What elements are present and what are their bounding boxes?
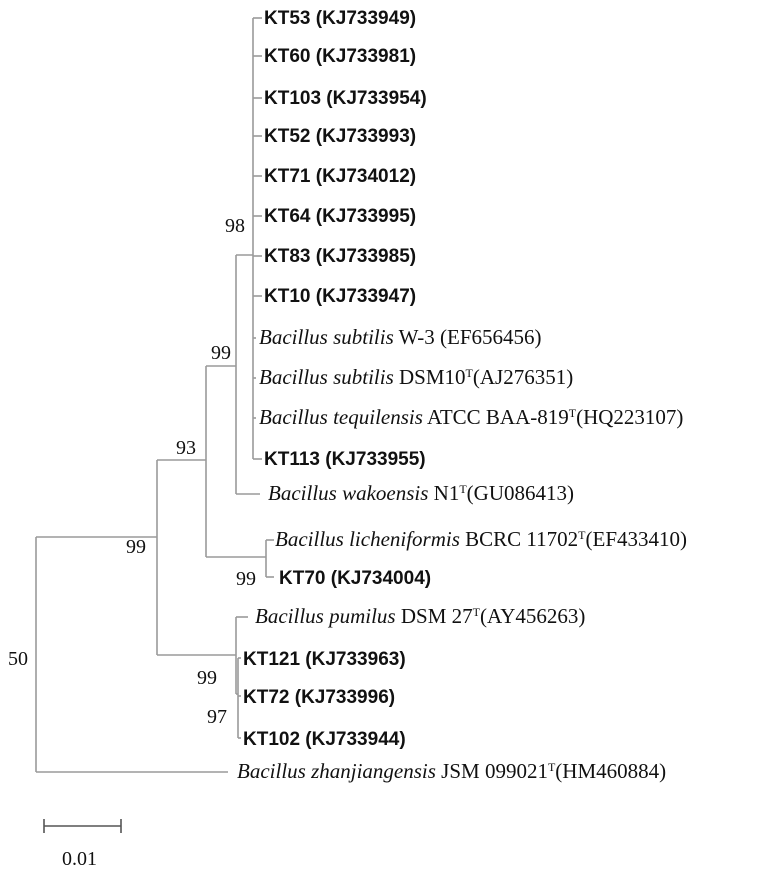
- taxa-labels: KT53 (KJ733949) KT60 (KJ733981) KT103 (KJ7…: [237, 8, 687, 783]
- bootstrap-value: 98: [225, 215, 245, 237]
- scale-bar-label: 0.01: [62, 848, 97, 870]
- taxon-label: KT10 (KJ733947): [264, 286, 416, 307]
- taxon-label: KT64 (KJ733995): [264, 206, 416, 227]
- type-strain-mark: T: [466, 366, 474, 380]
- strain-name: JSM 099021: [436, 759, 548, 783]
- strain-label: KT60 (KJ733981): [264, 46, 416, 67]
- bootstrap-value: 99: [197, 667, 217, 689]
- bootstrap-value: 50: [8, 648, 28, 670]
- accession-number: (HM460884): [555, 759, 666, 783]
- strain-name: DSM 27: [396, 604, 473, 628]
- taxon-label: KT113 (KJ733955): [264, 449, 426, 470]
- scale-bar: 0.01: [43, 819, 122, 870]
- accession-number: (AY456263): [480, 604, 585, 628]
- taxon-label: Bacillus pumilus DSM 27T(AY456263): [255, 604, 585, 628]
- strain-label: KT102 (KJ733944): [243, 729, 406, 750]
- taxon-label: Bacillus zhanjiangensis JSM 099021T(HM46…: [237, 759, 666, 783]
- strain-label: KT70 (KJ734004): [279, 568, 431, 589]
- bootstrap-value: 99: [126, 536, 146, 558]
- taxon-label: Bacillus licheniformis BCRC 11702T(EF433…: [275, 527, 687, 551]
- tree-branches: [35, 17, 274, 773]
- taxon-label: KT71 (KJ734012): [264, 166, 416, 187]
- strain-name: N1: [428, 481, 459, 505]
- accession-number: (GU086413): [467, 481, 574, 505]
- strain-label: KT113 (KJ733955): [264, 449, 426, 470]
- taxon-label: Bacillus subtilis W-3 (EF656456): [259, 325, 542, 349]
- taxon-label: KT53 (KJ733949): [264, 8, 416, 29]
- bootstrap-value: 99: [211, 342, 231, 364]
- accession-number: (HQ223107): [576, 405, 683, 429]
- taxon-label: Bacillus subtilis DSM10T(AJ276351): [259, 365, 573, 389]
- strain-label: KT10 (KJ733947): [264, 286, 416, 307]
- taxon-label: KT72 (KJ733996): [243, 687, 395, 708]
- taxon-label: KT70 (KJ734004): [279, 568, 431, 589]
- species-name: Bacillus wakoensis: [268, 481, 428, 505]
- type-strain-mark: T: [473, 605, 481, 619]
- strain-label: KT64 (KJ733995): [264, 206, 416, 227]
- taxon-label: Bacillus tequilensis ATCC BAA-819T(HQ223…: [259, 405, 683, 429]
- strain-name: W-3 (EF656456): [394, 325, 542, 349]
- type-strain-mark: T: [578, 528, 586, 542]
- strain-label: KT103 (KJ733954): [264, 88, 427, 109]
- strain-name: DSM10: [394, 365, 466, 389]
- strain-label: KT121 (KJ733963): [243, 649, 406, 670]
- taxon-label: KT52 (KJ733993): [264, 126, 416, 147]
- type-strain-mark: T: [548, 760, 556, 774]
- strain-name: BCRC 11702: [460, 527, 578, 551]
- species-name: Bacillus zhanjiangensis: [237, 759, 436, 783]
- species-name: Bacillus pumilus: [255, 604, 396, 628]
- strain-label: KT72 (KJ733996): [243, 687, 395, 708]
- strain-label: KT53 (KJ733949): [264, 8, 416, 29]
- taxon-label: KT83 (KJ733985): [264, 246, 416, 267]
- type-strain-mark: T: [459, 482, 467, 496]
- species-name: Bacillus tequilensis: [259, 405, 423, 429]
- species-name: Bacillus subtilis: [259, 325, 394, 349]
- strain-label: KT52 (KJ733993): [264, 126, 416, 147]
- accession-number: (AJ276351): [473, 365, 573, 389]
- taxon-label: Bacillus wakoensis N1T(GU086413): [268, 481, 574, 505]
- strain-label: KT83 (KJ733985): [264, 246, 416, 267]
- bootstrap-value: 97: [207, 706, 227, 728]
- bootstrap-value: 93: [176, 437, 196, 459]
- accession-number: (EF433410): [586, 527, 688, 551]
- species-name: Bacillus licheniformis: [275, 527, 460, 551]
- taxon-label: KT60 (KJ733981): [264, 46, 416, 67]
- strain-label: KT71 (KJ734012): [264, 166, 416, 187]
- taxon-label: KT121 (KJ733963): [243, 649, 406, 670]
- taxon-label: KT103 (KJ733954): [264, 88, 427, 109]
- bootstrap-value: 99: [236, 568, 256, 590]
- taxon-label: KT102 (KJ733944): [243, 729, 406, 750]
- species-name: Bacillus subtilis: [259, 365, 394, 389]
- bootstrap-values: 98 99 93 99 99 99 97 50: [8, 215, 256, 728]
- type-strain-mark: T: [569, 406, 577, 420]
- strain-name: ATCC BAA-819: [423, 405, 569, 429]
